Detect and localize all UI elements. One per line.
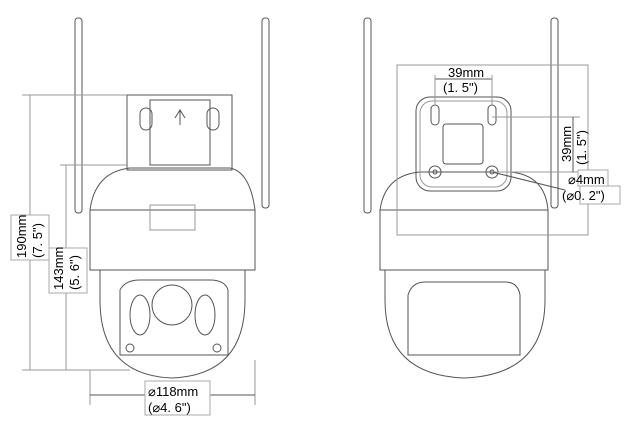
height-total-inch: (7. 5") (30, 223, 45, 258)
front-dimensions (10, 94, 256, 416)
height-body-value: 143mm (51, 247, 66, 290)
left-antenna (74, 17, 83, 214)
right-antenna (261, 17, 270, 209)
mount-bracket (126, 94, 233, 171)
dome (384, 269, 546, 379)
height-body-inch: (5. 6") (67, 255, 82, 290)
lens-window (119, 279, 229, 356)
hole-diameter-value: ⌀4mm (568, 172, 605, 187)
hole-diameter-inch: (⌀0. 2") (562, 188, 605, 203)
hole-spacing-v-value: 39mm (559, 126, 574, 162)
hole-spacing-h-value: 39mm (448, 65, 484, 80)
housing (89, 209, 256, 271)
mounting-plate (415, 96, 512, 192)
height-total-value: 190mm (14, 215, 29, 258)
hole-spacing-h-inch: (1. 5") (443, 80, 478, 95)
dome (99, 269, 246, 379)
lens (151, 284, 193, 326)
hole-spacing-v-inch: (1. 5") (574, 130, 589, 165)
diameter-value: ⌀118mm (148, 384, 198, 399)
left-antenna (363, 17, 372, 214)
diameter-inch: (⌀4. 6") (148, 400, 191, 415)
side-dimensions (396, 64, 621, 236)
front-view-camera (74, 17, 270, 379)
right-antenna (550, 17, 559, 209)
side-view-camera (363, 17, 559, 379)
